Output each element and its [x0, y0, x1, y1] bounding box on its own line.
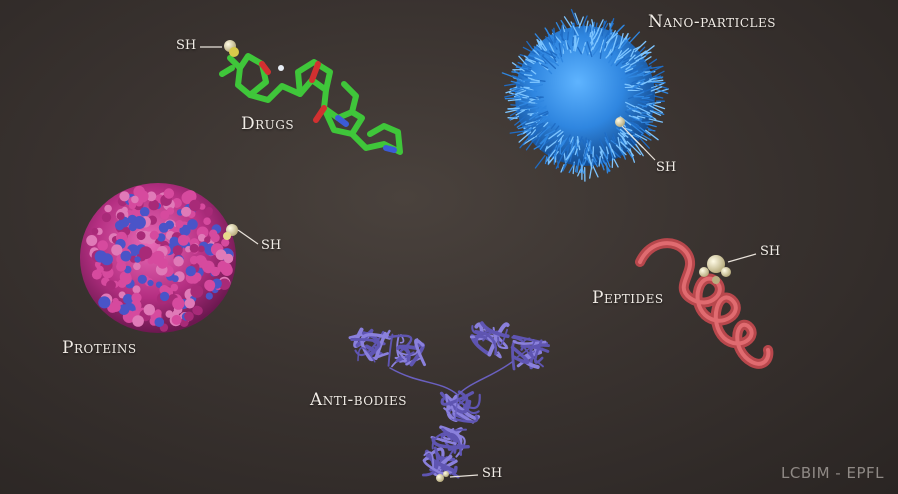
label-proteins: Proteins	[62, 338, 137, 358]
label-nanoparticles: Nano-particles	[648, 12, 776, 32]
label-drugs: Drugs	[241, 114, 295, 134]
credit-watermark: LCBIM - EPFL	[781, 464, 884, 482]
nanoparticle-sh-pointer	[621, 125, 656, 161]
label-antibodies: Anti-bodies	[310, 390, 407, 410]
peptide-graphic	[635, 238, 774, 369]
peptide-sh-pointer	[727, 253, 757, 263]
drug-molecule-graphic	[219, 40, 403, 155]
sh-label-proteins: SH	[261, 238, 282, 253]
nanoparticle-graphic	[501, 8, 669, 182]
sh-label-nanoparticles: SH	[656, 160, 677, 175]
protein-graphic	[80, 183, 238, 333]
antibody-graphic	[348, 321, 550, 480]
sh-label-peptides: SH	[760, 244, 781, 259]
protein-sh-pointer	[237, 229, 259, 245]
sh-label-antibodies: SH	[482, 466, 503, 481]
antibody-sh-pointer	[449, 474, 479, 478]
antibody-thiol	[436, 471, 449, 482]
label-peptides: Peptides	[592, 288, 664, 308]
sh-label-drugs: SH	[176, 38, 197, 53]
